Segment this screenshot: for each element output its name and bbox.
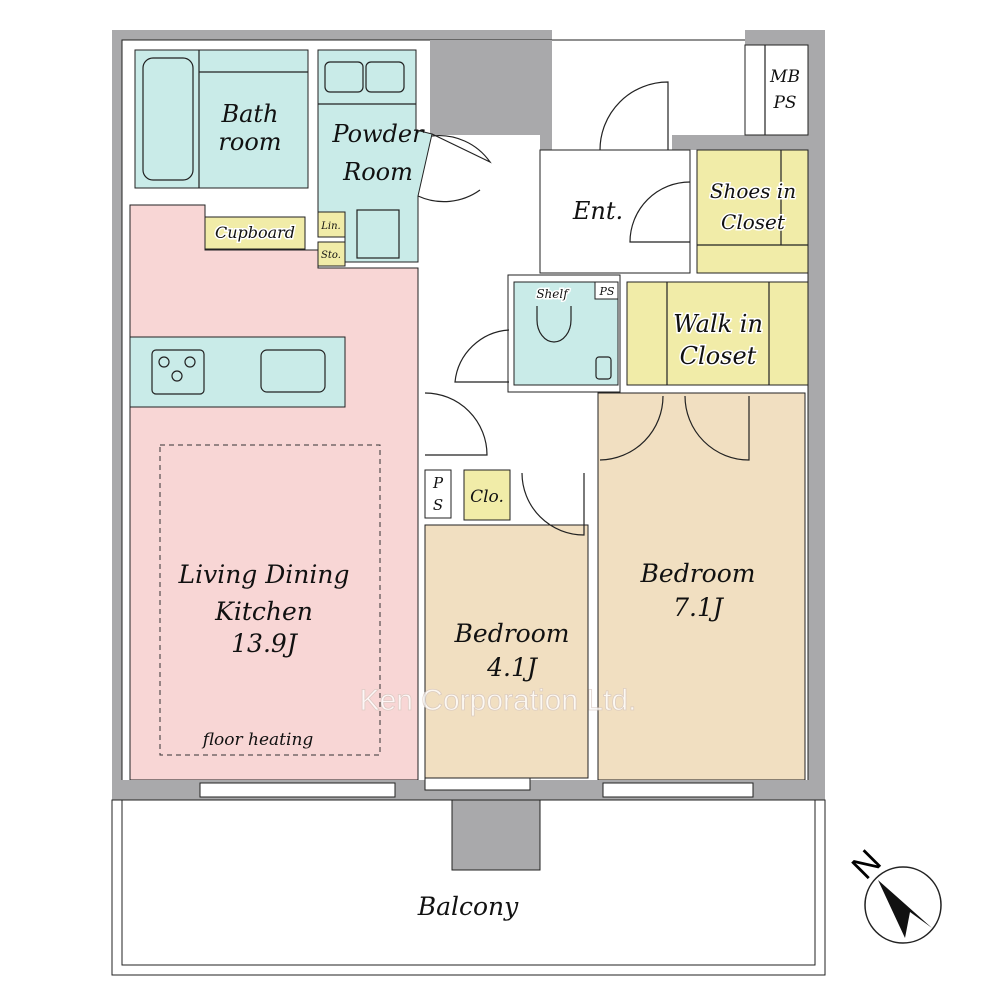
bathroom	[134, 49, 309, 189]
bedroom-small-label: Bedroom	[454, 619, 570, 648]
watermark: Ken Corporation Ltd.	[360, 684, 637, 717]
mb-label: MB	[769, 67, 800, 87]
sink-icon	[365, 61, 405, 93]
door-swing	[629, 181, 691, 243]
front-door-swing	[599, 81, 669, 151]
bath-label-2: room	[218, 128, 281, 156]
wall-block	[430, 40, 552, 150]
door-swing	[424, 392, 488, 456]
ps-box	[594, 281, 619, 300]
closet-label: Clo.	[470, 487, 504, 507]
door-swing	[599, 395, 750, 461]
toilet-icon	[536, 306, 572, 343]
door-swing	[417, 133, 492, 203]
mb-ps-box	[744, 44, 809, 136]
walk-in-closet	[626, 281, 809, 386]
door-swing	[521, 472, 585, 536]
linen-label: Lin.	[320, 221, 340, 232]
ldk-label-2: Kitchen	[214, 597, 313, 626]
ldk-label: Living Dining	[177, 560, 349, 589]
door-swing	[454, 329, 510, 383]
ps-label-2: PS	[772, 93, 796, 113]
hand-sink-icon	[595, 356, 612, 380]
cupboard-label: Cupboard	[215, 223, 295, 242]
ldk-size: 13.9J	[231, 629, 299, 658]
storage-label: Sto.	[321, 250, 341, 261]
powder-label-2: Room	[342, 158, 413, 186]
shelf-label: Shelf	[536, 287, 570, 301]
storage-closet	[317, 241, 346, 267]
powder-label: Powder	[331, 120, 425, 148]
walk-in-closet-label: Walk in	[673, 310, 763, 338]
shoes-closet-label: Shoes in	[710, 179, 796, 203]
bedroom-large	[597, 392, 806, 781]
bedroom-small	[424, 524, 589, 779]
window	[424, 777, 531, 791]
entrance-label: Ent.	[572, 197, 623, 225]
washer-icon	[356, 209, 400, 259]
ps-label: PS	[599, 285, 615, 298]
shoes-closet	[696, 149, 809, 274]
sink-icon	[324, 61, 364, 93]
walk-in-closet-label-2: Closet	[680, 342, 757, 370]
ps-vertical-label: P	[432, 474, 444, 492]
closet	[463, 469, 511, 521]
ps-vertical-label-2: S	[433, 496, 443, 514]
kitchen-counter	[129, 336, 346, 408]
shoes-closet-label-2: Closet	[721, 210, 786, 234]
window	[199, 782, 396, 798]
linen-closet	[317, 211, 346, 238]
compass-icon: N	[845, 843, 942, 944]
bedroom-large-label: Bedroom	[640, 559, 756, 588]
balcony-label: Balcony	[417, 892, 519, 921]
cupboard	[204, 216, 306, 250]
floor-heating-label: floor heating	[201, 730, 314, 750]
column	[451, 799, 541, 871]
bedroom-small-size: 4.1J	[486, 653, 539, 682]
window	[602, 782, 754, 798]
entrance	[539, 149, 691, 274]
bath-label: Bath	[220, 100, 278, 128]
floor-heating-area	[159, 444, 381, 756]
bedroom-large-size: 7.1J	[673, 593, 725, 622]
ps-box-vertical	[424, 469, 452, 519]
stove-icon	[151, 349, 205, 395]
kitchen-sink-icon	[260, 349, 326, 393]
bathtub-icon	[142, 57, 194, 181]
